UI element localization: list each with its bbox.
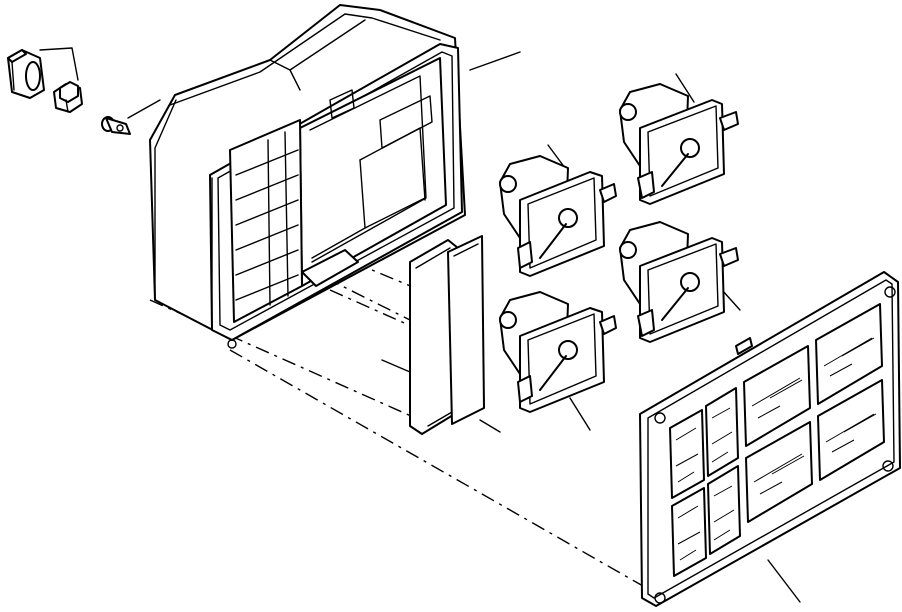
leader-line [381,359,411,373]
gauge [619,221,739,343]
leader-line [127,99,161,119]
leader-line [721,289,741,311]
assembly-line [329,289,421,331]
gauge [499,155,617,277]
bezel-window [669,409,705,499]
bulb [101,116,131,135]
bezel-window [671,487,707,577]
bulb-socket [53,81,83,113]
bezel-window [745,421,813,523]
bezel-window [743,345,811,447]
bezel-window [815,303,883,405]
bezel-window [705,387,739,477]
leader-line [675,73,695,103]
printed-circuit-board [409,235,485,435]
instrument-housing [149,4,466,349]
gauge [619,83,739,205]
leader-line [479,419,501,433]
gauge [499,291,617,413]
bulb-socket-cap [7,47,79,99]
bezel-window [707,465,741,555]
leader-line [469,51,521,71]
assembly-line [229,349,651,591]
leader-line [569,397,591,431]
bezel-window [817,379,885,481]
leader-line [767,559,801,603]
housing-slots [235,149,299,301]
bezel-panel [639,271,901,607]
